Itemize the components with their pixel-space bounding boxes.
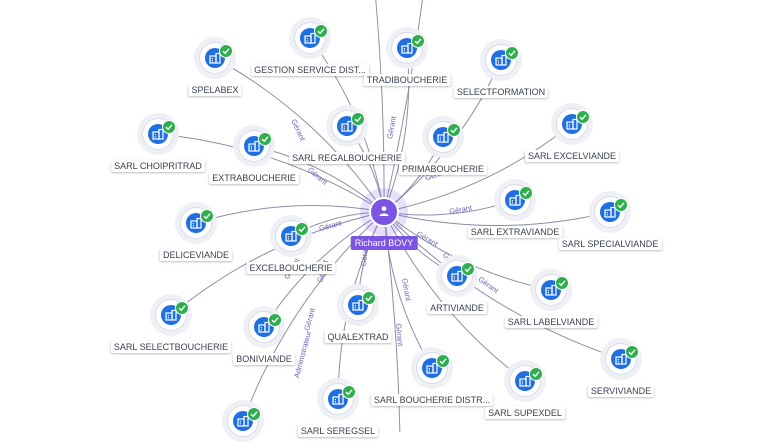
edge-role-label: Gérant xyxy=(302,306,317,331)
company-name-label: EXTRABOUCHERIE xyxy=(209,172,299,184)
check-icon xyxy=(625,345,639,359)
company-name-label: SARL SELECTBOUCHERIE xyxy=(110,341,232,353)
company-name-label: SARL REGALBOUCHERIE xyxy=(289,152,405,164)
edge-role-label: Gérant xyxy=(415,229,440,249)
edge-line xyxy=(242,211,385,422)
check-icon xyxy=(529,367,543,381)
edge-line xyxy=(195,205,385,224)
edge-line xyxy=(170,211,385,316)
company-name-label: SELECTFORMATION xyxy=(453,86,549,98)
edge-role-label: Gérant xyxy=(359,242,370,267)
edge-role-label: Gérant xyxy=(400,277,413,302)
edge-role-label: Gérant xyxy=(476,275,501,296)
check-icon xyxy=(436,354,450,368)
check-icon xyxy=(268,313,282,327)
check-icon xyxy=(162,120,176,134)
check-icon xyxy=(247,407,261,421)
check-icon xyxy=(219,44,233,58)
company-name-label: ARTIVIANDE xyxy=(427,302,487,314)
edge-line xyxy=(383,211,611,227)
check-icon xyxy=(258,132,272,146)
company-name-label: SARL EXCELVIANDE xyxy=(524,150,620,162)
company-name-label: SARL SUPEXDEL xyxy=(485,407,565,419)
check-icon xyxy=(576,110,590,124)
check-icon xyxy=(505,46,519,60)
edge-line xyxy=(157,133,385,213)
edge-line xyxy=(214,57,385,213)
edge-role-label: Administrateur xyxy=(292,329,313,379)
check-icon xyxy=(447,123,461,137)
company-name-label: QUALEXTRAD xyxy=(324,331,392,343)
company-name-label: SPELABEX xyxy=(188,84,242,96)
check-icon xyxy=(614,198,628,212)
company-name-label: PRIMABOUCHERIE xyxy=(398,163,488,175)
company-name-label: SARL CHOIPRITRAD xyxy=(111,160,205,172)
edge-role-label: Gérant xyxy=(385,115,398,140)
company-name-label: BONIVIANDE xyxy=(233,353,295,365)
company-name-label: SARL BOUCHERIE DISTR... xyxy=(370,394,494,406)
edge-line xyxy=(383,123,573,213)
check-icon xyxy=(555,276,569,290)
company-name-label: SARL LABELVIANDE xyxy=(504,316,598,328)
check-icon xyxy=(461,262,475,276)
company-name-label: DELICEVIANDE xyxy=(159,249,233,261)
check-icon xyxy=(175,301,189,315)
edge-line xyxy=(383,0,423,213)
company-name-label: SARL SPECIALVIANDE xyxy=(558,238,662,250)
company-name-label: EXCELBOUCHERIE xyxy=(246,262,336,274)
edge-line xyxy=(375,0,385,213)
company-name-label: TRADIBOUCHERIE xyxy=(363,74,451,86)
company-name-label: SARL SEREGSEL xyxy=(297,425,379,437)
edge-role-label: Gérant xyxy=(448,203,473,216)
company-name-label: SERVIVIANDE xyxy=(587,385,655,397)
person-icon xyxy=(369,197,399,227)
company-name-label: GESTION SERVICE DIST... xyxy=(251,64,369,76)
check-icon xyxy=(351,112,365,126)
person-name-label: Richard BOVY xyxy=(350,236,418,250)
company-name-label: SARL EXTRAVIANDE xyxy=(467,226,563,238)
check-icon xyxy=(411,34,425,48)
check-icon xyxy=(295,222,309,236)
edge-role-label: Gérant xyxy=(318,218,343,233)
check-icon xyxy=(314,24,328,38)
check-icon xyxy=(342,385,356,399)
check-icon xyxy=(200,209,214,223)
edge-role-label: Gérant xyxy=(394,323,405,348)
check-icon xyxy=(362,291,376,305)
check-icon xyxy=(519,186,533,200)
